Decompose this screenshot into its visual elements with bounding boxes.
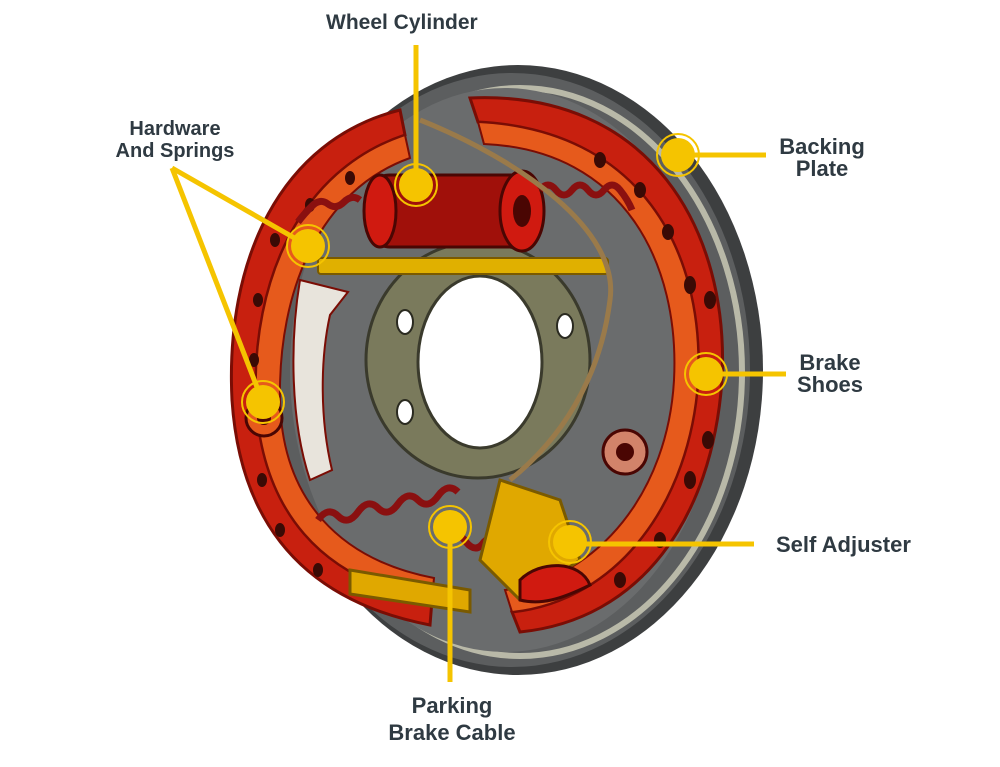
wheel-cylinder [362, 169, 546, 253]
label-brake-shoes: Brake Shoes [780, 352, 880, 396]
self-adjuster [348, 478, 592, 614]
axle-flange [364, 240, 592, 480]
marker-hardware-left [241, 380, 285, 424]
label-backing-line2: Plate [795, 156, 849, 181]
label-wheel-cylinder: Wheel Cylinder [326, 11, 478, 34]
label-self-adjuster: Self Adjuster [776, 532, 911, 557]
marker-parking-brake [428, 505, 472, 549]
label-parking-line2: Brake Cable [388, 720, 516, 745]
marker-brake-shoes [684, 352, 728, 396]
label-parking-brake-cable: Parking Brake Cable [372, 692, 532, 746]
marker-backing-plate [656, 133, 700, 177]
label-brake-line2: Shoes [796, 372, 864, 397]
callout-markers [241, 133, 728, 564]
label-hardware-line1: Hardware [129, 118, 221, 140]
label-hardware-line2: And Springs [115, 140, 235, 162]
label-parking-line1: Parking [411, 693, 493, 718]
parking-brake-cable [419, 117, 614, 482]
label-hardware-and-springs: Hardware And Springs [100, 118, 250, 162]
shoe-web-left [292, 278, 350, 482]
marker-self-adjuster [548, 520, 592, 564]
adjuster-bar [317, 257, 609, 275]
marker-wheel-cylinder [394, 163, 438, 207]
label-brake-line1: Brake [799, 350, 861, 375]
label-backing-plate: Backing Plate [772, 136, 872, 180]
marker-hardware-top [286, 224, 330, 268]
label-backing-line1: Backing [779, 134, 865, 159]
